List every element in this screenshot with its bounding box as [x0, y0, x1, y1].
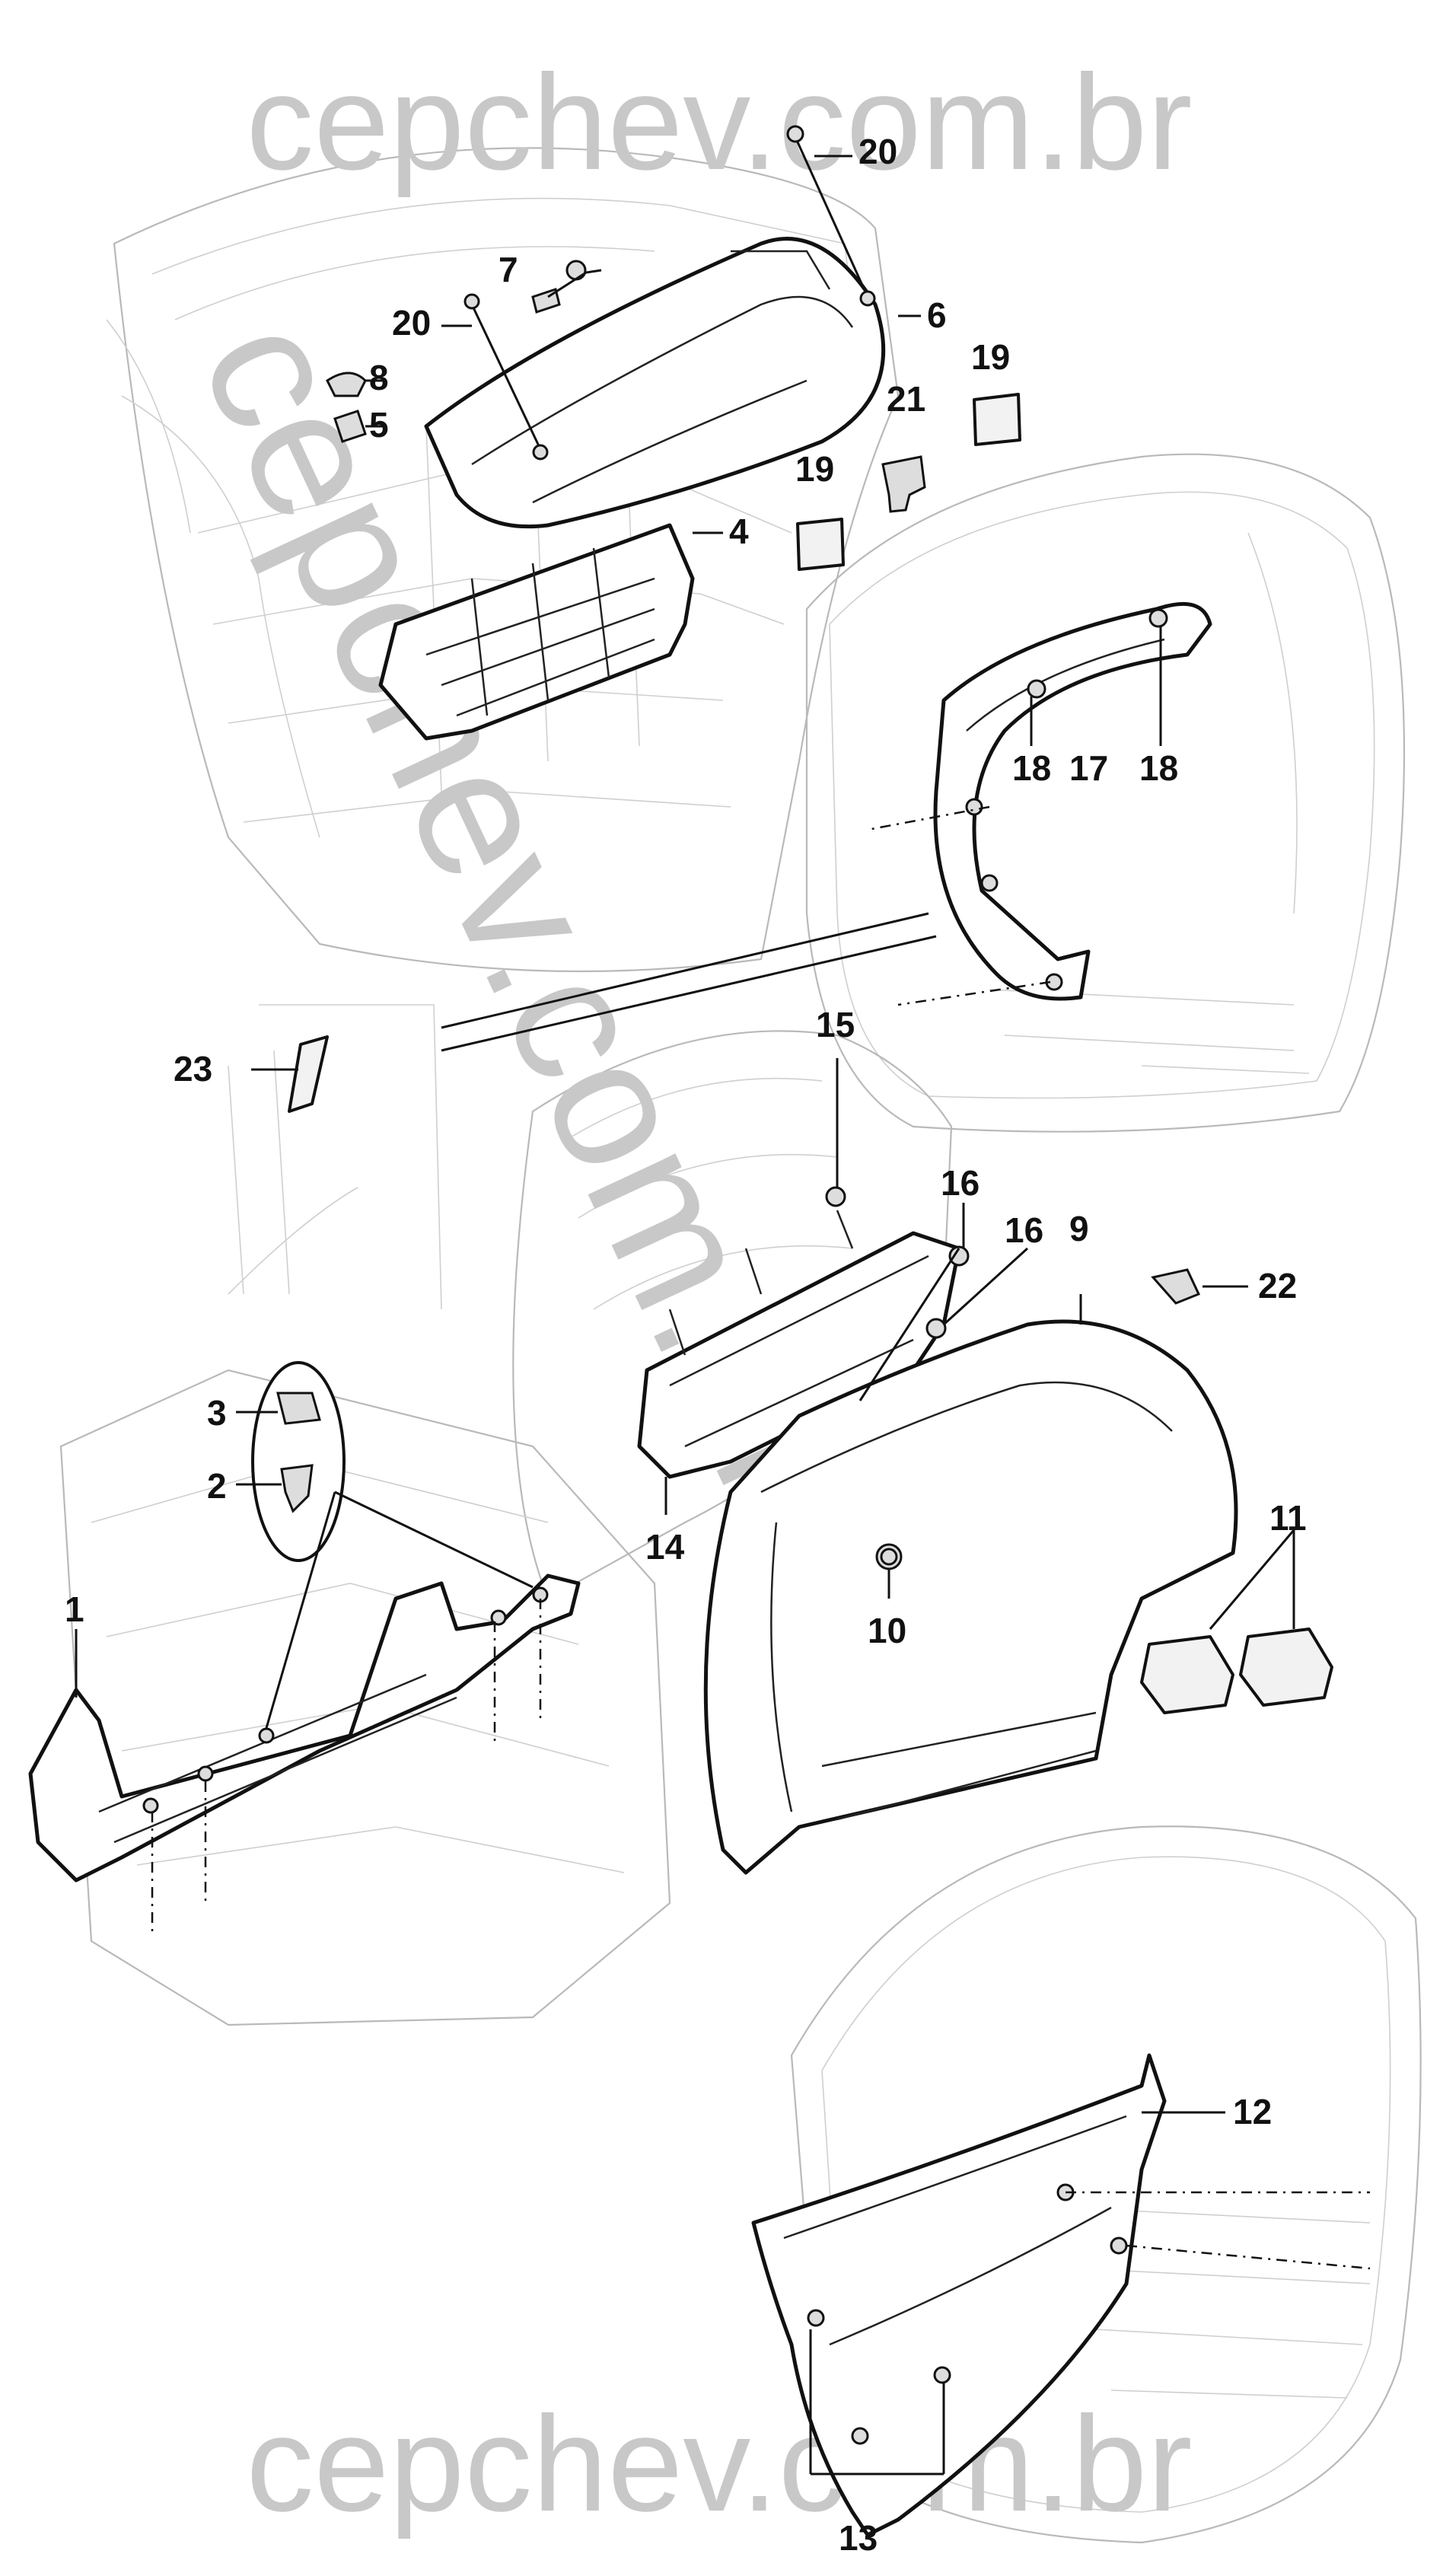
part-19-pad-lower — [796, 518, 845, 571]
callout-22: 22 — [1258, 1266, 1297, 1306]
part-18-clip-left — [1027, 679, 1046, 699]
part-23-pad — [228, 1004, 442, 1310]
fastener-5 — [333, 410, 367, 443]
callout-labels: 20 6 7 20 8 5 19 21 19 4 18 17 18 23 15 … — [65, 132, 1307, 2558]
part-19-pad-upper — [973, 393, 1021, 446]
fastener-7 — [531, 260, 587, 314]
callout-21: 21 — [887, 379, 925, 419]
callout-16-lower: 16 — [1005, 1210, 1043, 1250]
callout-20-top: 20 — [858, 132, 897, 171]
part-1-sill-trim — [28, 1573, 581, 1883]
part-16-clip-upper — [948, 1245, 970, 1267]
watermark-bottom: cepchev.com.br — [246, 2388, 1192, 2539]
part-21-retainer-clip — [881, 455, 926, 513]
part-20-support-rod-right — [786, 125, 876, 307]
callout-20-left: 20 — [392, 303, 431, 343]
part-20-support-rod-left — [463, 293, 549, 461]
callout-7: 7 — [499, 250, 518, 289]
inset-clip-detail — [251, 1361, 346, 1562]
leader-lines — [75, 155, 1371, 2476]
part-10-push-pin — [880, 1548, 898, 1566]
callout-13: 13 — [839, 2518, 878, 2558]
callout-18-left: 18 — [1012, 748, 1051, 788]
callout-16-upper: 16 — [941, 1163, 980, 1203]
part-11-block-right — [1239, 1628, 1333, 1707]
callout-17: 17 — [1069, 748, 1108, 788]
callout-15: 15 — [816, 1005, 855, 1044]
callout-1: 1 — [65, 1589, 84, 1629]
callout-9: 9 — [1069, 1209, 1089, 1248]
callout-5: 5 — [369, 405, 389, 445]
callout-18-right: 18 — [1139, 748, 1178, 788]
callout-8: 8 — [369, 358, 389, 397]
callout-6: 6 — [927, 295, 947, 335]
part-15-clip — [825, 1186, 846, 1207]
part-11-block-left — [1140, 1635, 1234, 1714]
callout-10: 10 — [868, 1611, 906, 1650]
callout-4: 4 — [729, 512, 749, 551]
callout-11: 11 — [1269, 1498, 1307, 1538]
part-4-support-frame — [378, 523, 695, 741]
watermark-top: cepchev.com.br — [246, 46, 1192, 198]
callout-3: 3 — [207, 1393, 227, 1433]
callout-12: 12 — [1233, 2092, 1272, 2131]
tailgate-frame-right-top — [805, 453, 1406, 1133]
callout-19-upper: 19 — [971, 337, 1010, 377]
callout-14: 14 — [645, 1527, 685, 1567]
fastener-8 — [326, 371, 367, 397]
part-9-quarter-trim-panel — [703, 1319, 1238, 1875]
part-18-clip-right — [1148, 608, 1168, 628]
tailgate-frame-bottom — [790, 1825, 1422, 2544]
callout-2: 2 — [207, 1466, 227, 1506]
part-17-tailgate-trim — [933, 601, 1212, 1001]
part-16-clip-lower — [925, 1318, 947, 1339]
callout-19-lower: 19 — [795, 449, 834, 489]
callout-23: 23 — [174, 1049, 212, 1089]
part-22-clip — [1151, 1268, 1201, 1305]
